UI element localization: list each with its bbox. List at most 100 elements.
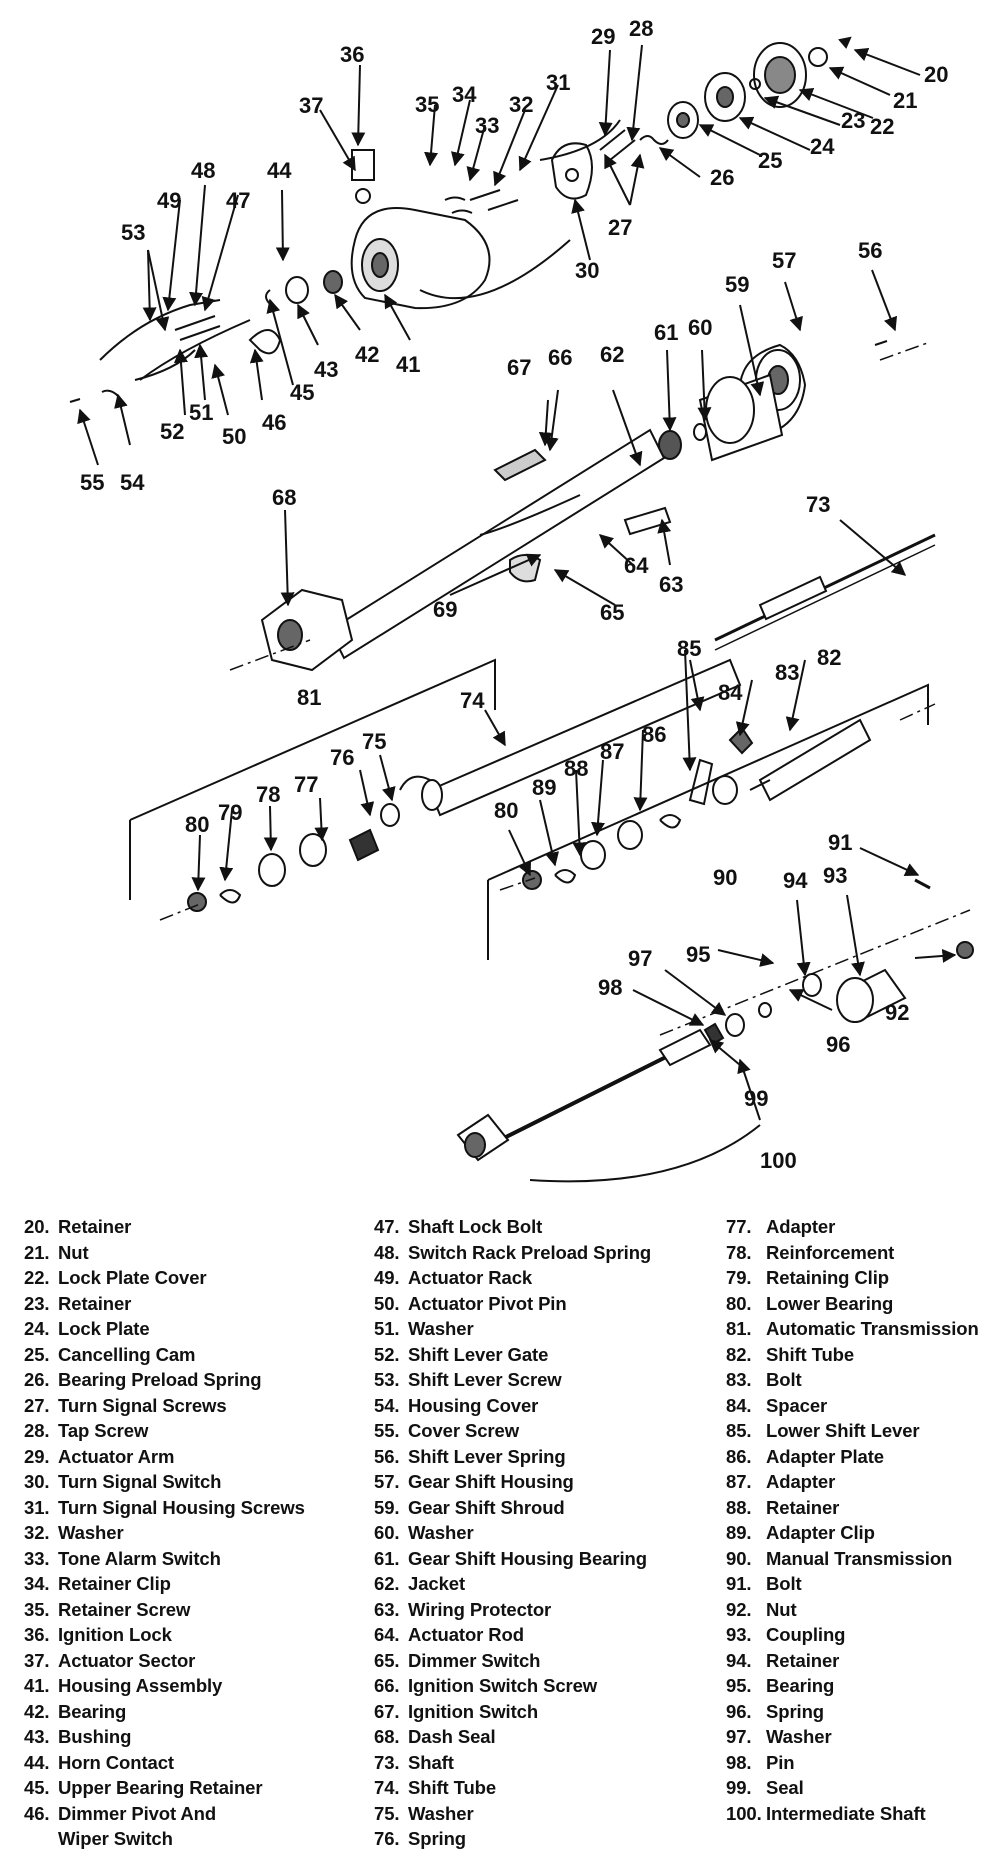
legend-item-label: Bearing [766,1675,835,1696]
callout-64: 64 [624,553,649,578]
callout-73: 73 [806,492,830,517]
legend-item: 65.Dimmer Switch [374,1648,704,1674]
legend-item-label: Jacket [408,1573,466,1594]
callout-74: 74 [460,688,485,713]
legend-item-label: Shaft Lock Bolt [408,1216,543,1237]
legend-item: 61.Gear Shift Housing Bearing [374,1546,704,1572]
legend-item-label-continued: Wiper Switch [58,1828,173,1849]
callout-51: 51 [189,400,213,425]
legend-item-label: Upper Bearing Retainer [58,1777,263,1798]
legend-item-label: Spring [766,1700,824,1722]
shaft-part [714,533,936,651]
callout-44: 44 [267,158,292,183]
legend-item-number: 46. [24,1802,50,1824]
legend-item-label: Retaining Clip [766,1267,889,1288]
legend-item-label: Bolt [766,1573,802,1594]
legend-item: 85.Lower Shift Lever [726,1418,1008,1444]
legend-item-number: 88. [726,1496,752,1518]
legend-item-number: 90. [726,1547,752,1569]
legend-item-label: Retainer Clip [58,1573,171,1594]
legend-item: 100.Intermediate Shaft [726,1801,1008,1827]
legend-item-number: 59. [374,1496,400,1518]
legend-item-number: 97. [726,1726,752,1747]
callout-29: 29 [591,24,615,49]
callout-55: 55 [80,470,104,495]
callout-35: 35 [415,92,439,117]
callout-68: 68 [272,485,296,510]
center-lines [159,341,971,1036]
legend-item: 84.Spacer [726,1393,1008,1419]
legend-item: 28.Tap Screw [24,1418,364,1444]
callout-25: 25 [758,148,782,173]
legend-item-number: 95. [726,1675,752,1696]
callout-56: 56 [858,238,882,263]
legend-item-label: Automatic Transmission [766,1318,979,1339]
legend-item: 35.Retainer Screw [24,1597,364,1623]
legend-item-label: Shift Tube [408,1777,497,1798]
legend-item: 24.Lock Plate [24,1316,364,1342]
lock-plate-part [704,72,761,122]
legend-item-number: 26. [24,1369,50,1390]
legend-item: 54.Housing Cover [374,1393,704,1419]
legend-item-number: 62. [374,1573,400,1594]
legend-item-number: 73. [374,1751,400,1773]
callout-80-manual: 80 [494,798,518,823]
legend-item-label: Retainer [766,1649,840,1671]
callout-86: 86 [642,722,666,747]
callout-97: 97 [628,946,652,971]
legend-item: 30.Turn Signal Switch [24,1469,364,1495]
legend-item-number: 41. [24,1675,50,1696]
legend-item: 98.Pin [726,1750,1008,1776]
jacket-bearing-parts [658,423,707,460]
housing-assembly-part [350,207,571,310]
callout-45: 45 [290,380,314,405]
legend-item-number: 20. [24,1216,50,1237]
legend-item-label: Housing Cover [408,1394,539,1416]
legend-item: 79. Retaining Clip [726,1265,1008,1291]
legend-item-number: 87. [726,1471,752,1492]
callout-100: 100 [760,1148,797,1173]
legend-item: 59.Gear Shift Shroud [374,1495,704,1521]
legend-item-label: Shift Tube [766,1343,855,1365]
callout-94: 94 [783,868,808,893]
legend-item: 41.Housing Assembly [24,1673,364,1699]
legend-item-number: 53. [374,1369,400,1390]
legend-item-number: 44. [24,1751,50,1773]
callout-66: 66 [548,345,572,370]
legend-item: 29.Actuator Arm [24,1444,364,1470]
legend-item-number: 79. [726,1267,752,1288]
callout-20: 20 [924,62,948,87]
legend-item: 50.Actuator Pivot Pin [374,1291,704,1317]
legend-item-label: Intermediate Shaft [766,1802,926,1824]
legend-item-number: 29. [24,1445,50,1467]
callout-98: 98 [598,975,622,1000]
legend-item-label: Adapter [766,1471,836,1492]
legend-item: 37.Actuator Sector [24,1648,364,1674]
jacket-part [328,428,672,660]
legend-item-label: Dimmer Pivot And [58,1802,217,1824]
callout-63: 63 [659,572,683,597]
legend-item-number: 55. [374,1420,400,1441]
legend-item: 33.Tone Alarm Switch [24,1546,364,1572]
legend-item-number: 32. [24,1522,50,1543]
legend-item: 52.Shift Lever Gate [374,1342,704,1368]
legend-item-number: 21. [24,1241,50,1263]
legend-item-label: Spacer [766,1394,828,1416]
legend-item-number: 45. [24,1777,50,1798]
legend-item: 57.Gear Shift Housing [374,1469,704,1495]
legend-item-label: Retainer [766,1496,840,1518]
legend-item: 73.Shaft [374,1750,704,1776]
legend-item-number: 83. [726,1369,752,1390]
legend-item-number: 49. [374,1267,400,1288]
legend-item-label: Pin [766,1751,795,1773]
legend-item: 89.Adapter Clip [726,1520,1008,1546]
intermediate-shaft-part [456,973,822,1162]
legend-item-label: Actuator Sector [58,1649,196,1671]
legend-item-number: 86. [726,1445,752,1467]
legend-item-number: 43. [24,1726,50,1747]
legend-item-label: Lock Plate Cover [58,1267,207,1288]
legend-item-label: Coupling [766,1624,846,1645]
